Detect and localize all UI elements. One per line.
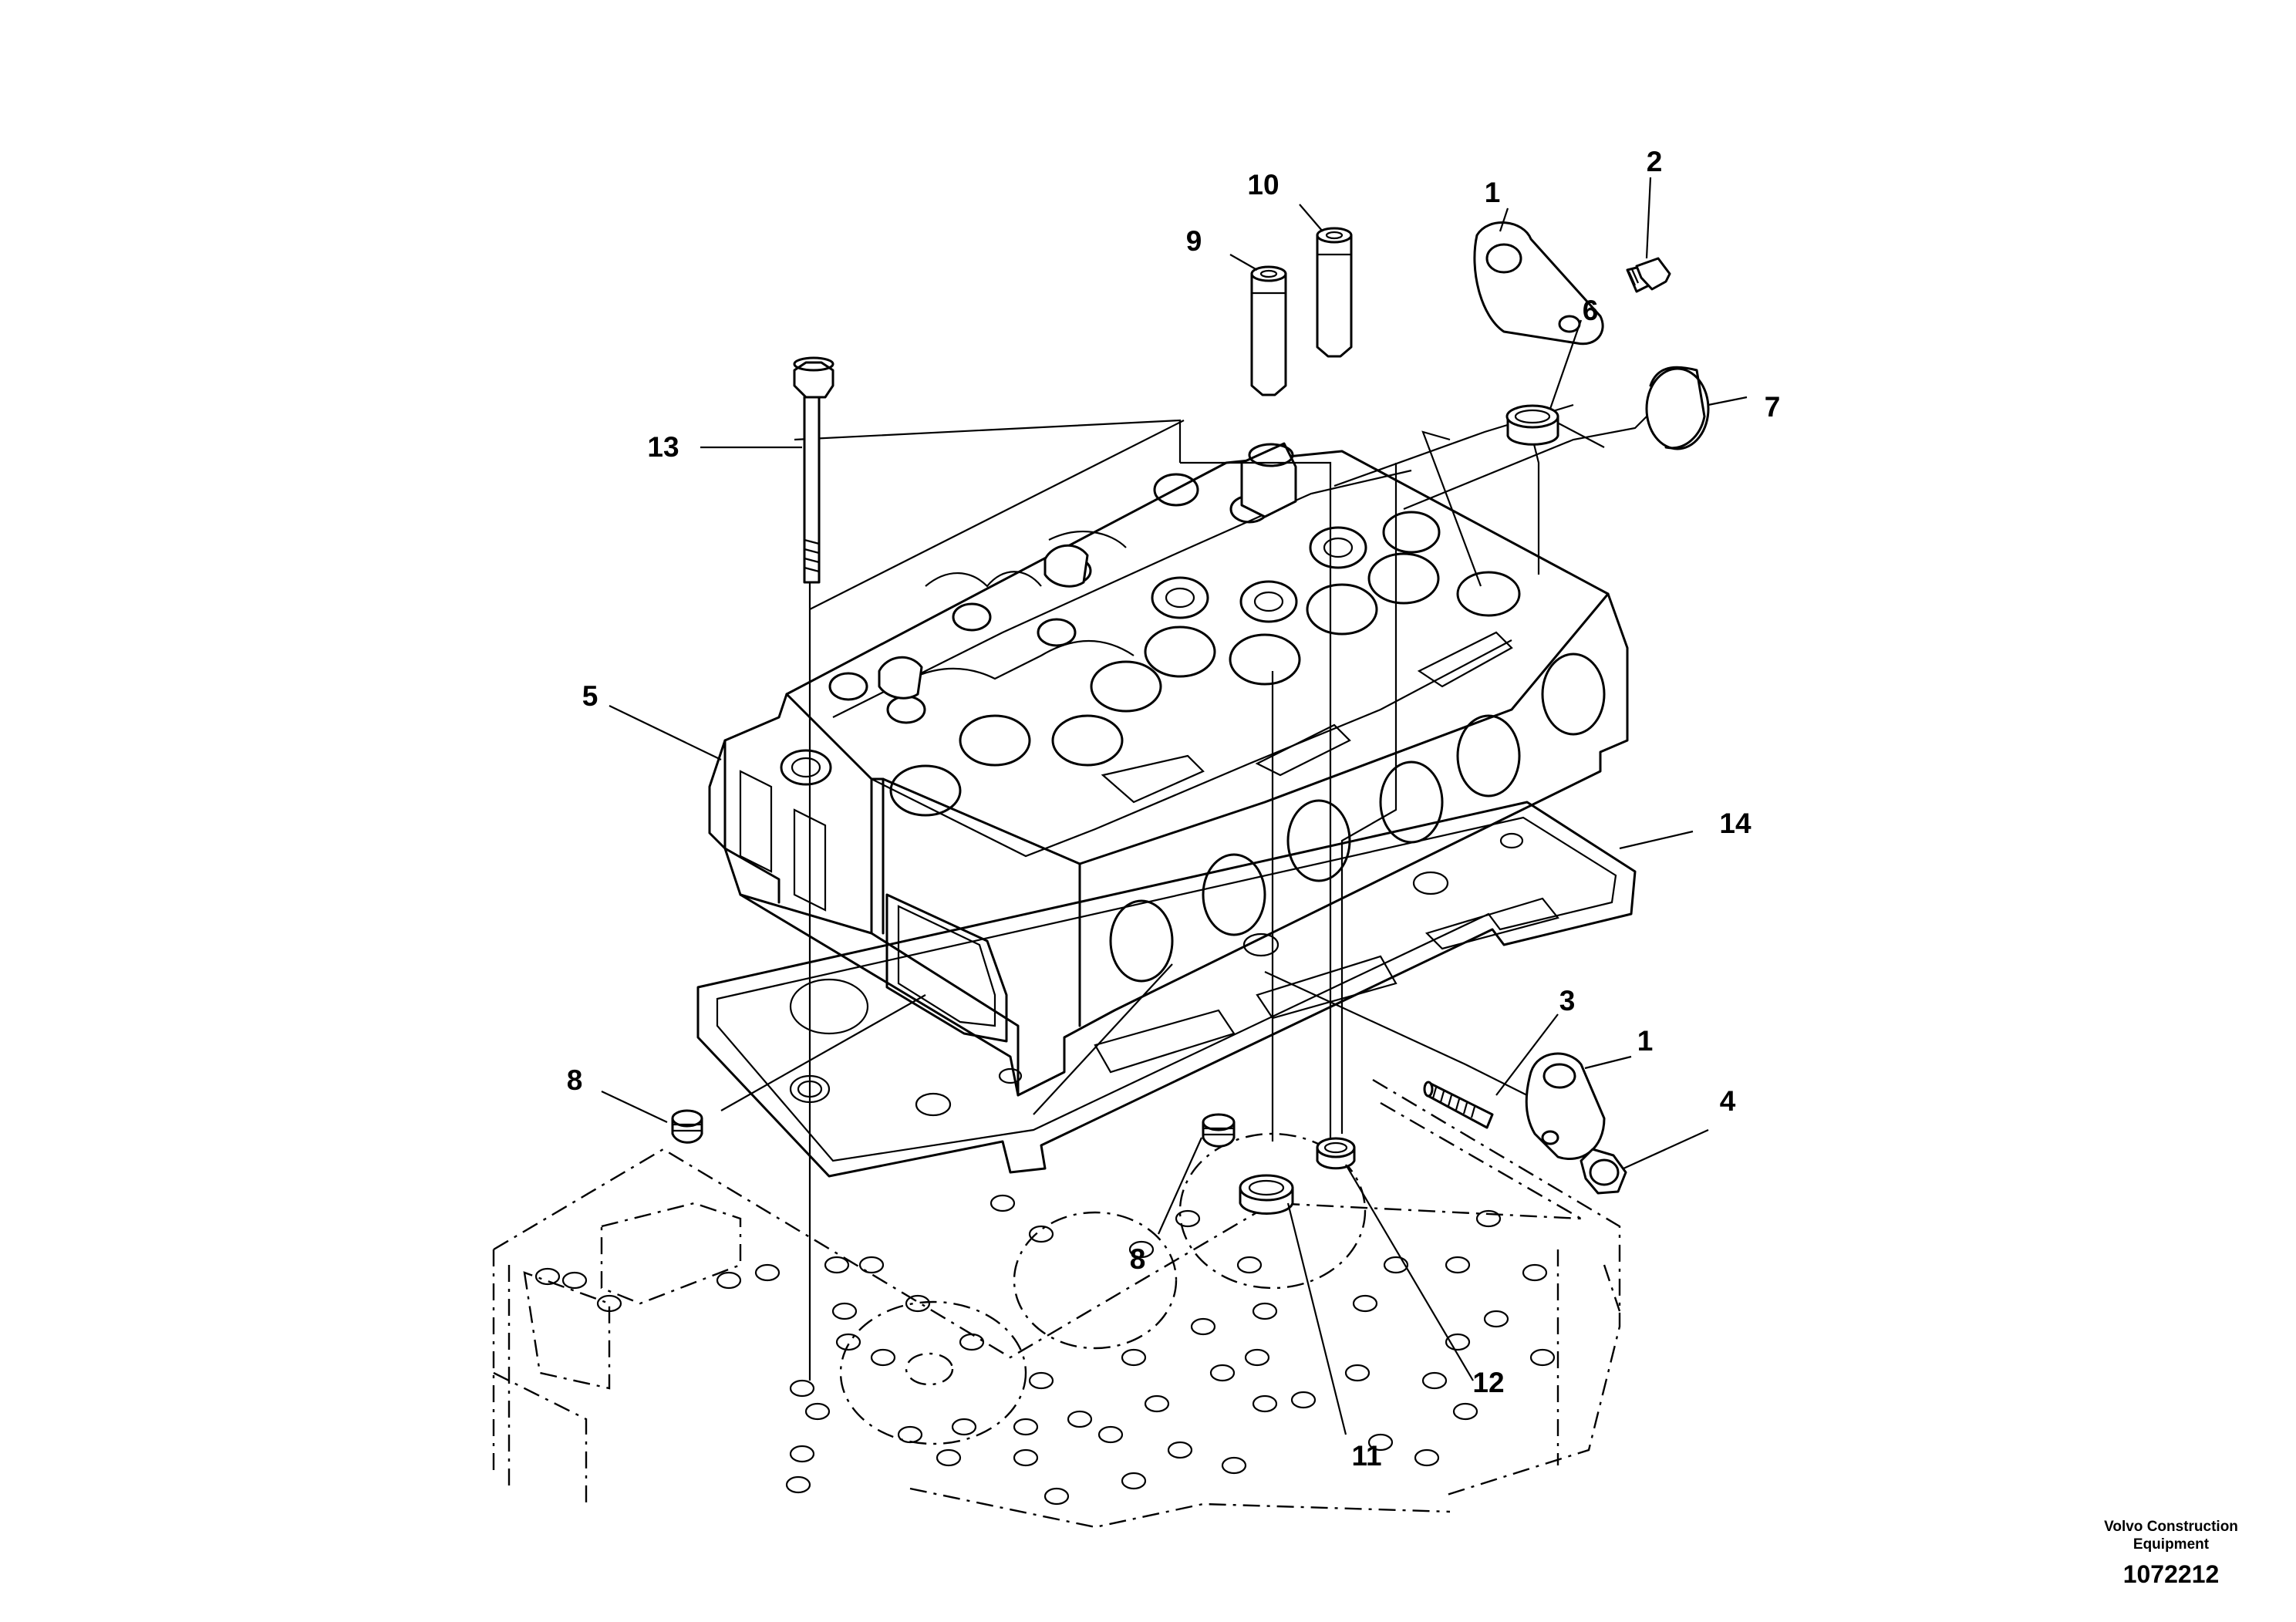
block-hole: [1445, 1256, 1471, 1274]
block-hole: [1414, 1448, 1440, 1467]
nut: [1580, 1148, 1627, 1195]
block-hole: [1128, 1240, 1155, 1259]
lifting-eye-top: [1473, 221, 1604, 346]
head-bolt: [793, 356, 834, 584]
block-hole: [824, 1256, 850, 1274]
callout-14: 14: [1719, 808, 1752, 839]
block-hole: [1475, 1209, 1502, 1228]
small-bolt: [1626, 257, 1671, 293]
callout-6: 6: [1583, 295, 1599, 326]
block-hole: [804, 1402, 831, 1421]
block-hole: [1522, 1263, 1548, 1282]
block-hole: [870, 1348, 896, 1367]
block-hole: [716, 1271, 742, 1290]
callout-10: 10: [1247, 169, 1279, 201]
block-hole: [1421, 1371, 1448, 1390]
valve-guide-10: [1316, 227, 1353, 358]
lifting-eye-bottom: [1525, 1052, 1606, 1161]
block-hole: [1043, 1487, 1070, 1506]
callout-2: 2: [1647, 146, 1663, 177]
block-hole: [1209, 1364, 1236, 1382]
company-name-line1: Volvo Construction: [2104, 1519, 2238, 1535]
block-hole: [951, 1418, 977, 1436]
block-hole: [534, 1267, 561, 1286]
stud: [1423, 1081, 1494, 1129]
callout-3: 3: [1559, 985, 1576, 1017]
block-hole: [858, 1256, 885, 1274]
block-hole: [1367, 1433, 1394, 1452]
callout-labels: 1 2 3 1 4 5 6 7 8 8 9 10 11 12 13 14: [567, 146, 1781, 1472]
block-hole: [561, 1271, 588, 1290]
block-hole: [897, 1425, 923, 1444]
callout-1-bottom: 1: [1637, 1025, 1654, 1057]
block-hole: [1190, 1317, 1216, 1336]
block-hole: [1013, 1418, 1039, 1436]
block-hole: [1067, 1410, 1093, 1428]
callout-13: 13: [647, 431, 679, 463]
block-hole: [1244, 1348, 1270, 1367]
block-hole: [831, 1302, 858, 1320]
block-hole: [1445, 1333, 1471, 1351]
ring-12: [1316, 1137, 1356, 1170]
callout-9: 9: [1186, 225, 1202, 257]
block-hole: [1175, 1209, 1201, 1228]
block-hole: [1529, 1348, 1556, 1367]
block-hole: [1167, 1441, 1193, 1459]
callout-12: 12: [1472, 1367, 1504, 1398]
block-hole: [785, 1475, 811, 1494]
valve-guide-9: [1250, 265, 1287, 396]
block-hole: [1483, 1310, 1509, 1328]
seal-cup: [1505, 404, 1559, 446]
block-holes: [534, 1194, 1556, 1506]
callout-5: 5: [582, 680, 598, 712]
block-hole: [1252, 1394, 1278, 1413]
block-hole: [936, 1448, 962, 1467]
block-hole: [789, 1379, 815, 1398]
block-hole: [1236, 1256, 1263, 1274]
block-hole: [1144, 1394, 1170, 1413]
plug-right: [1202, 1113, 1236, 1148]
callout-1-top: 1: [1485, 177, 1501, 208]
title-block: Volvo Construction Equipment 1072212: [2104, 1519, 2238, 1588]
block-hole: [1121, 1472, 1147, 1490]
block-hole: [1028, 1225, 1054, 1243]
company-name-line2: Equipment: [2133, 1536, 2210, 1553]
engine-block-outline: [492, 1078, 1621, 1529]
drawing-number: 1072212: [2123, 1560, 2220, 1588]
callout-11: 11: [1351, 1440, 1381, 1472]
callout-8-right: 8: [1130, 1243, 1146, 1275]
block-hole: [1028, 1371, 1054, 1390]
ring-11: [1239, 1174, 1294, 1215]
block-hole: [990, 1194, 1016, 1212]
block-hole: [1452, 1402, 1478, 1421]
block-hole: [789, 1445, 815, 1463]
block-hole: [1352, 1294, 1378, 1313]
block-hole: [1221, 1456, 1247, 1475]
block-hole: [959, 1333, 985, 1351]
cylinder-head: [708, 442, 1629, 1097]
block-hole: [1344, 1364, 1371, 1382]
block-hole: [1383, 1256, 1409, 1274]
block-hole: [1121, 1348, 1147, 1367]
block-hole: [1290, 1391, 1317, 1409]
leader-lines: [601, 177, 1748, 1435]
callout-4: 4: [1720, 1085, 1736, 1117]
block-hole: [1252, 1302, 1278, 1320]
plug-left: [671, 1109, 703, 1144]
block-hole: [905, 1294, 931, 1313]
core-plug: [1645, 366, 1710, 450]
block-hole: [754, 1263, 781, 1282]
block-hole: [1097, 1425, 1124, 1444]
block-hole: [596, 1294, 622, 1313]
block-hole: [835, 1333, 861, 1351]
block-hole: [1013, 1448, 1039, 1467]
callout-7: 7: [1765, 391, 1781, 423]
head-gasket: [696, 801, 1637, 1178]
callout-8-left: 8: [567, 1064, 583, 1096]
